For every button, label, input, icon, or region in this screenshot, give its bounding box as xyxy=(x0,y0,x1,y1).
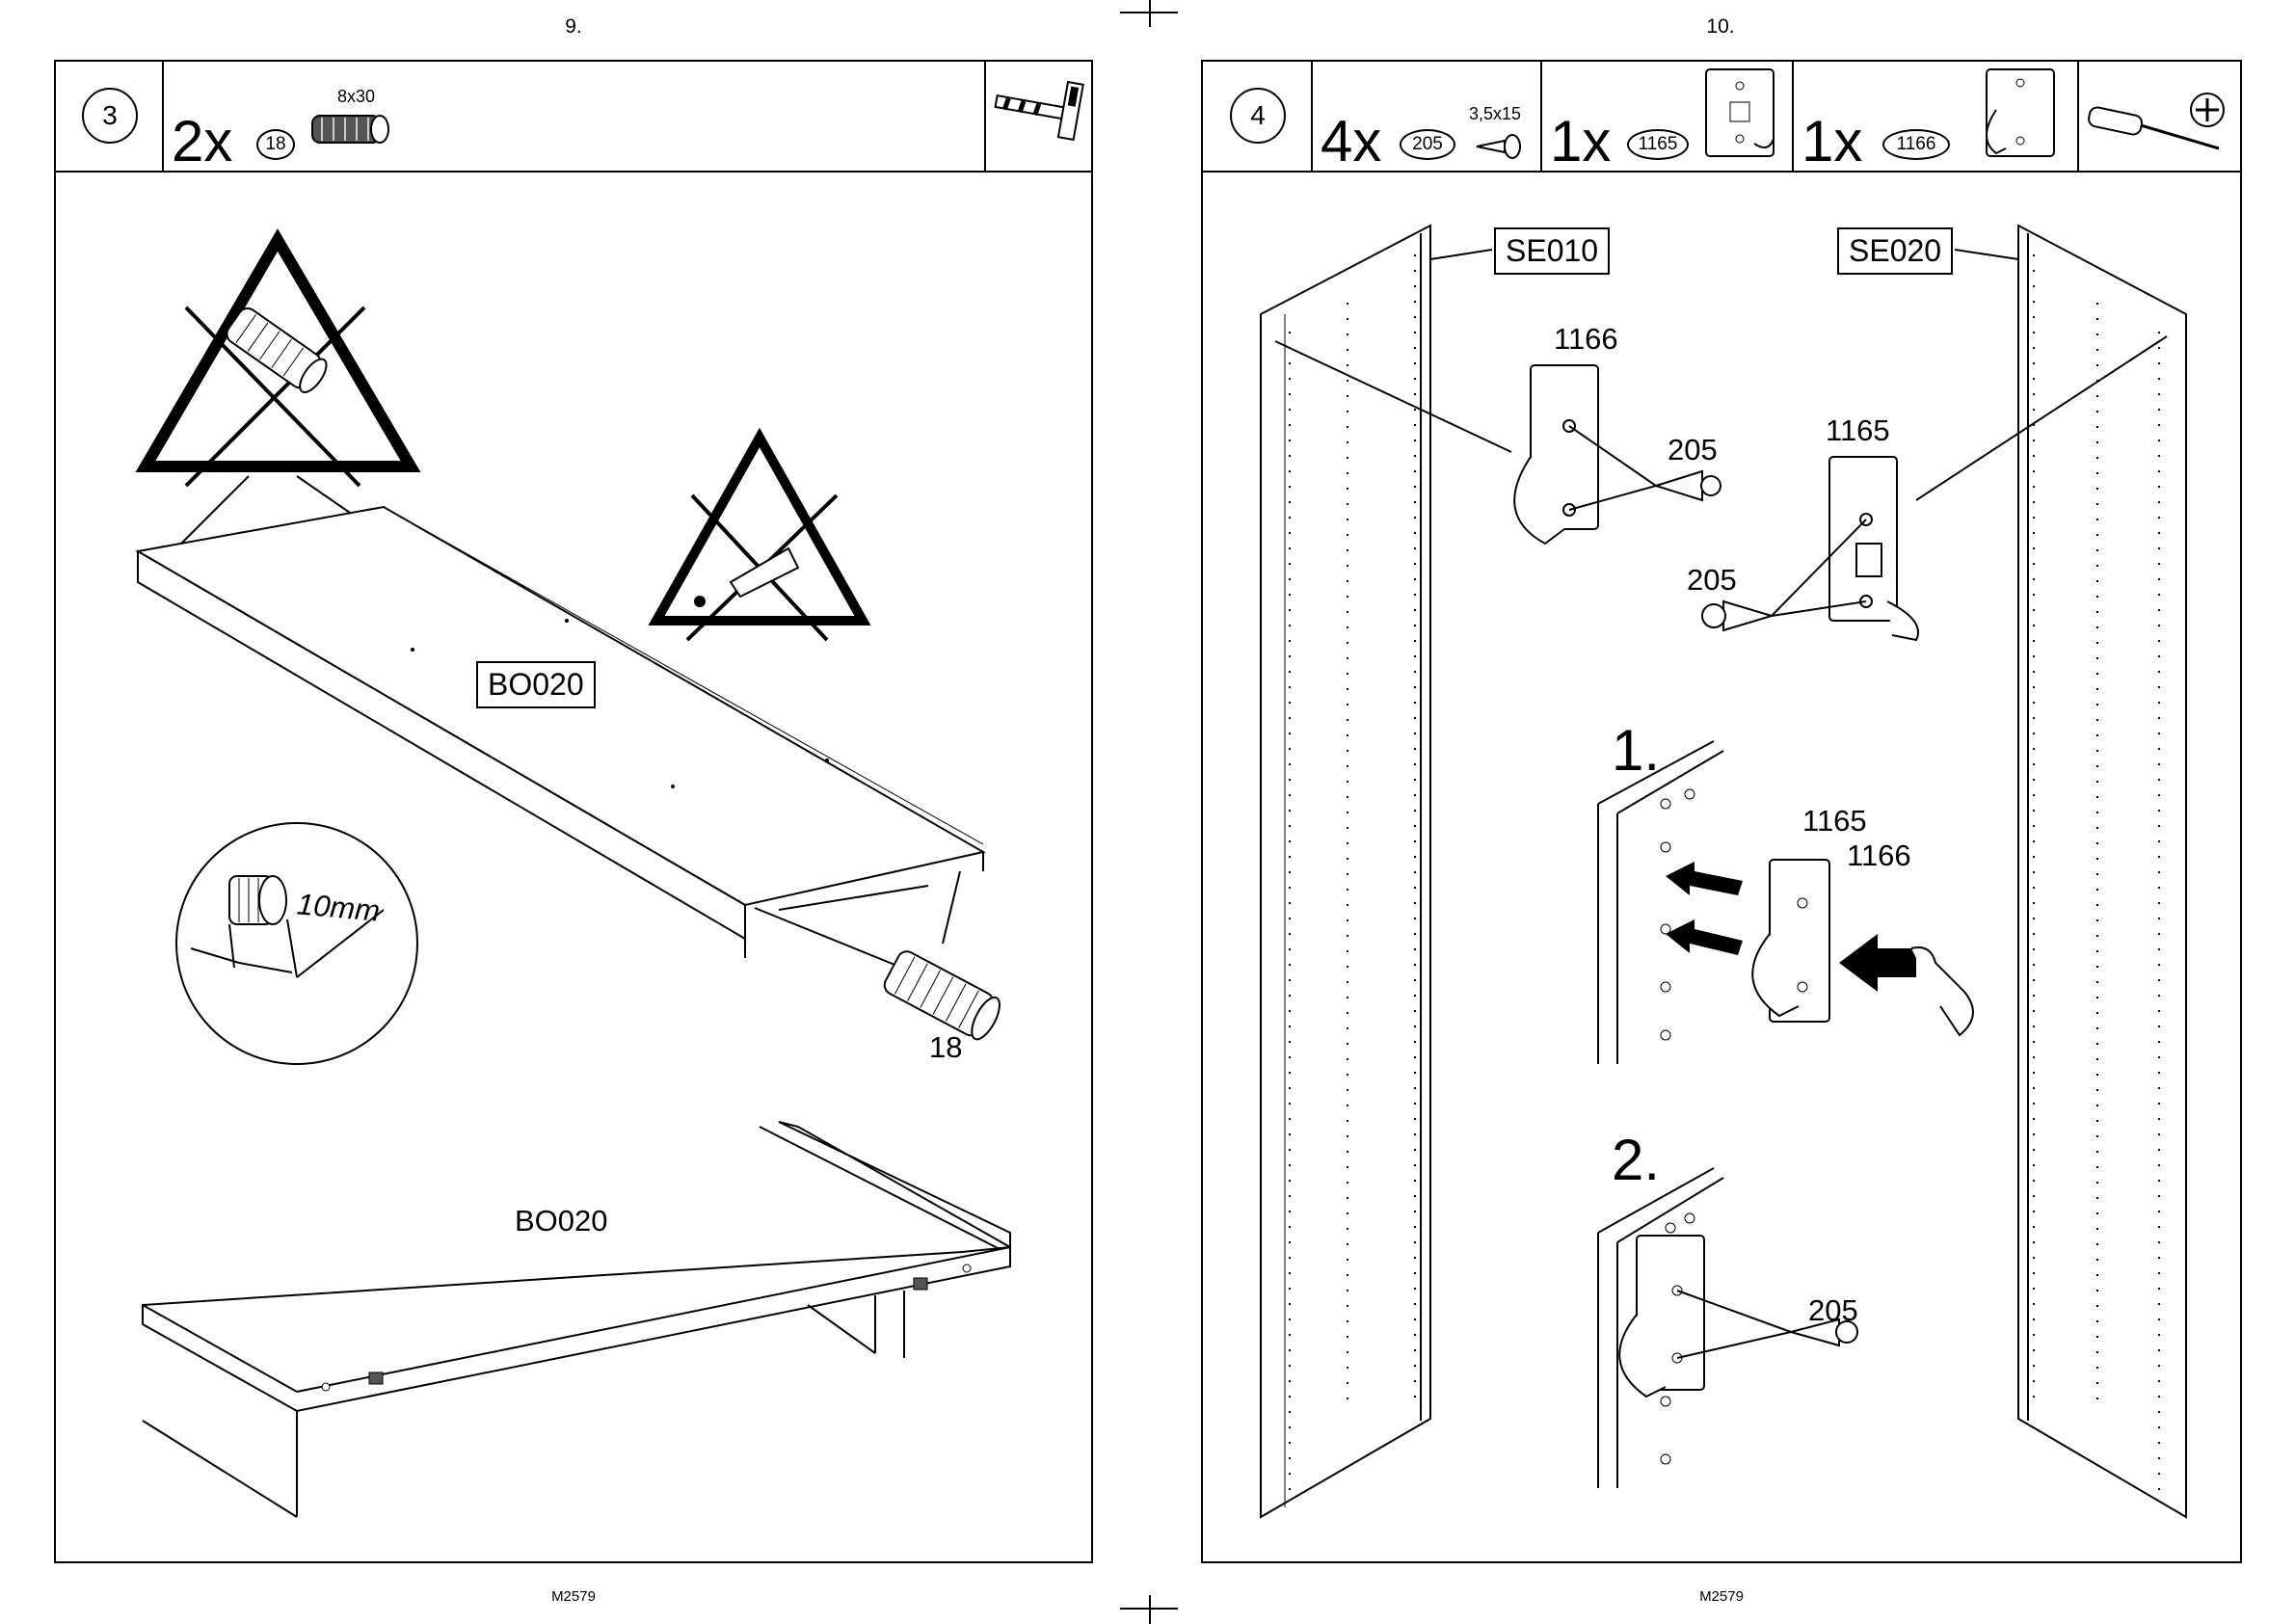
substep-2-illustration xyxy=(1598,1168,1857,1488)
page-code-left: M2579 xyxy=(525,1588,622,1605)
step-3-illustration xyxy=(56,62,1095,1565)
board-label-bottom: BO020 xyxy=(515,1204,608,1238)
crop-mark xyxy=(1149,1595,1151,1624)
side-panel-se010 xyxy=(1261,226,1430,1517)
substep-1-label: 1. xyxy=(1612,717,1660,784)
board-label-top: BO020 xyxy=(476,661,596,708)
page-number-right: 10. xyxy=(1682,15,1759,39)
no-dowel-warning-icon xyxy=(146,240,411,486)
screw-205-label-b: 205 xyxy=(1687,563,1737,598)
dowel-18-illustration xyxy=(881,948,1004,1044)
side-panel-se020 xyxy=(2018,226,2186,1517)
detail-circle xyxy=(176,823,417,1064)
depth-label: 10mm xyxy=(296,887,382,928)
page-number-left: 9. xyxy=(535,15,612,39)
side-label-left: SE010 xyxy=(1494,227,1610,275)
step-4-illustration xyxy=(1203,62,2244,1565)
board-bo020-bottom xyxy=(143,1122,1010,1517)
step-3-panel: 3 2x 18 8x30 xyxy=(54,60,1093,1563)
substep-1-illustration xyxy=(1598,741,1973,1064)
crop-mark xyxy=(1120,12,1178,13)
substep-1-bracket-1166: 1166 xyxy=(1847,839,1911,873)
no-glue-warning-icon xyxy=(656,438,863,640)
bracket-1165-label: 1165 xyxy=(1826,413,1890,448)
side-label-right: SE020 xyxy=(1837,227,1953,275)
screw-205-label-a: 205 xyxy=(1668,433,1718,467)
screw-205-label-c: 205 xyxy=(1808,1293,1858,1328)
substep-1-bracket-1165: 1165 xyxy=(1802,804,1867,839)
step-4-panel: 4 4x 205 3,5x15 1x 1165 1x 1166 xyxy=(1201,60,2242,1563)
page-code-right: M2579 xyxy=(1673,1588,1770,1605)
crop-mark xyxy=(1149,0,1151,27)
bracket-1166-label: 1166 xyxy=(1554,322,1618,357)
bracket-1165-illustration xyxy=(1702,457,1918,640)
crop-mark xyxy=(1120,1608,1178,1610)
dowel-label: 18 xyxy=(929,1030,962,1065)
substep-2-label: 2. xyxy=(1612,1127,1660,1193)
